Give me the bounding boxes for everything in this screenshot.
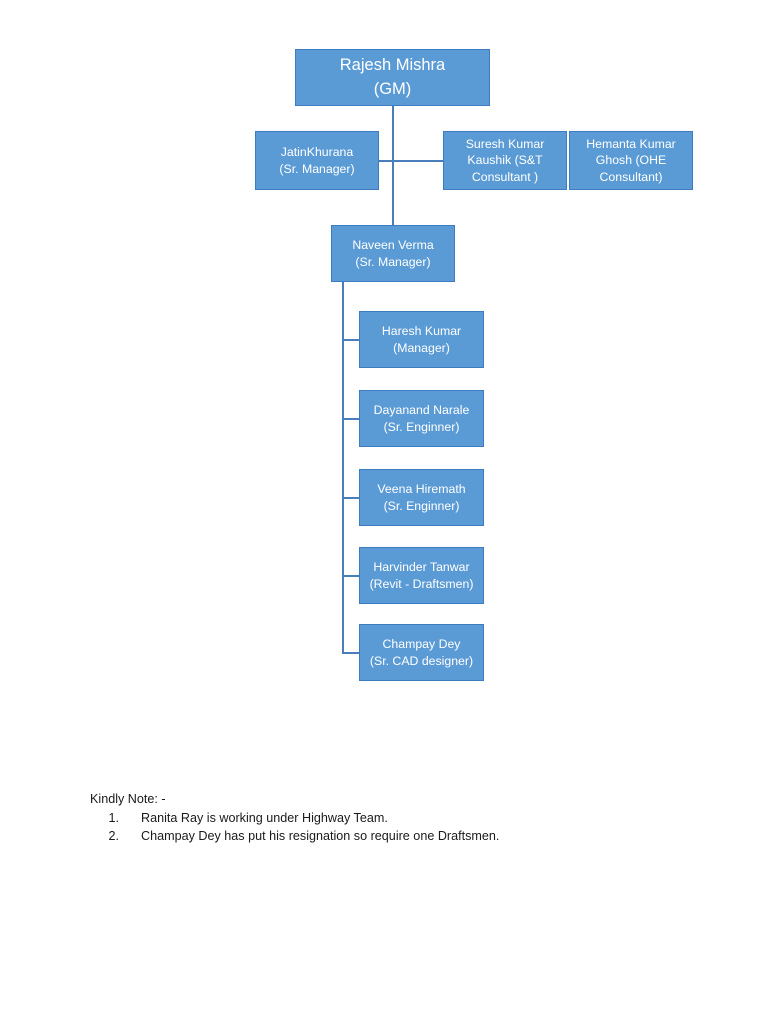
- notes-heading: Kindly Note: -: [90, 792, 166, 806]
- org-node-rajesh-mishra[interactable]: Rajesh Mishra (GM): [295, 49, 490, 106]
- note-number: 1.: [108, 811, 119, 826]
- org-node-champay-dey[interactable]: Champay Dey (Sr. CAD designer): [359, 624, 484, 681]
- note-item: 1. Ranita Ray is working under Highway T…: [90, 810, 650, 826]
- note-text: Ranita Ray is working under Highway Team…: [141, 811, 388, 826]
- org-node-title: (GM): [373, 79, 412, 98]
- org-node-name: JatinKhurana: [280, 145, 354, 160]
- org-node-dayanand-narale[interactable]: Dayanand Narale (Sr. Enginner): [359, 390, 484, 447]
- org-node-name: Suresh Kumar: [465, 137, 545, 152]
- org-node-haresh-kumar[interactable]: Haresh Kumar (Manager): [359, 311, 484, 368]
- org-node-title: (Sr. CAD designer): [369, 653, 474, 668]
- org-node-name: Champay Dey: [382, 637, 461, 652]
- org-node-title: (Revit - Draftsmen): [369, 576, 474, 591]
- org-node-name: Naveen Verma: [352, 238, 434, 253]
- org-node-title: (Sr. Manager): [279, 161, 355, 176]
- org-node-hemanta-kumar-ghosh[interactable]: Hemanta Kumar Ghosh (OHE Consultant): [569, 131, 693, 190]
- org-node-title-line2: Consultant): [599, 169, 663, 184]
- connector-stub-veena: [342, 497, 360, 499]
- org-node-title-line1: Kaushik (S&T: [467, 153, 543, 168]
- org-node-harvinder-tanwar[interactable]: Harvinder Tanwar (Revit - Draftsmen): [359, 547, 484, 604]
- connector-stub-champay: [342, 652, 360, 654]
- org-node-suresh-kumar-kaushik[interactable]: Suresh Kumar Kaushik (S&T Consultant ): [443, 131, 567, 190]
- org-node-title: (Manager): [393, 340, 450, 355]
- note-number: 2.: [108, 829, 119, 844]
- connector-stub-harvinder: [342, 575, 360, 577]
- org-node-jatin-khurana[interactable]: JatinKhurana (Sr. Manager): [255, 131, 379, 190]
- org-node-title: (Sr. Enginner): [383, 419, 460, 434]
- connector-stub-haresh: [342, 339, 360, 341]
- org-node-name: Dayanand Narale: [373, 403, 470, 418]
- org-node-title-line1: Ghosh (OHE: [595, 153, 667, 168]
- connector-stub-dayanand: [342, 418, 360, 420]
- org-node-veena-hiremath[interactable]: Veena Hiremath (Sr. Enginner): [359, 469, 484, 526]
- connector-gm-to-naveen: [392, 106, 394, 226]
- org-node-name: Harvinder Tanwar: [373, 560, 470, 575]
- connector-reports-spine: [342, 282, 344, 654]
- org-node-title-line2: Consultant ): [471, 169, 539, 184]
- connector-row2-crossbar: [379, 160, 443, 162]
- org-node-title: (Sr. Manager): [355, 254, 431, 269]
- note-text: Champay Dey has put his resignation so r…: [141, 829, 500, 844]
- org-node-title: (Sr. Enginner): [383, 498, 460, 513]
- org-node-naveen-verma[interactable]: Naveen Verma (Sr. Manager): [331, 225, 455, 282]
- notes-section: Kindly Note: - 1. Ranita Ray is working …: [90, 791, 650, 846]
- org-node-name: Haresh Kumar: [381, 324, 462, 339]
- org-node-name: Hemanta Kumar: [586, 137, 676, 152]
- org-node-name: Rajesh Mishra: [339, 55, 446, 74]
- org-node-name: Veena Hiremath: [377, 482, 466, 497]
- notes-list: 1. Ranita Ray is working under Highway T…: [90, 810, 650, 844]
- note-item: 2. Champay Dey has put his resignation s…: [90, 828, 650, 844]
